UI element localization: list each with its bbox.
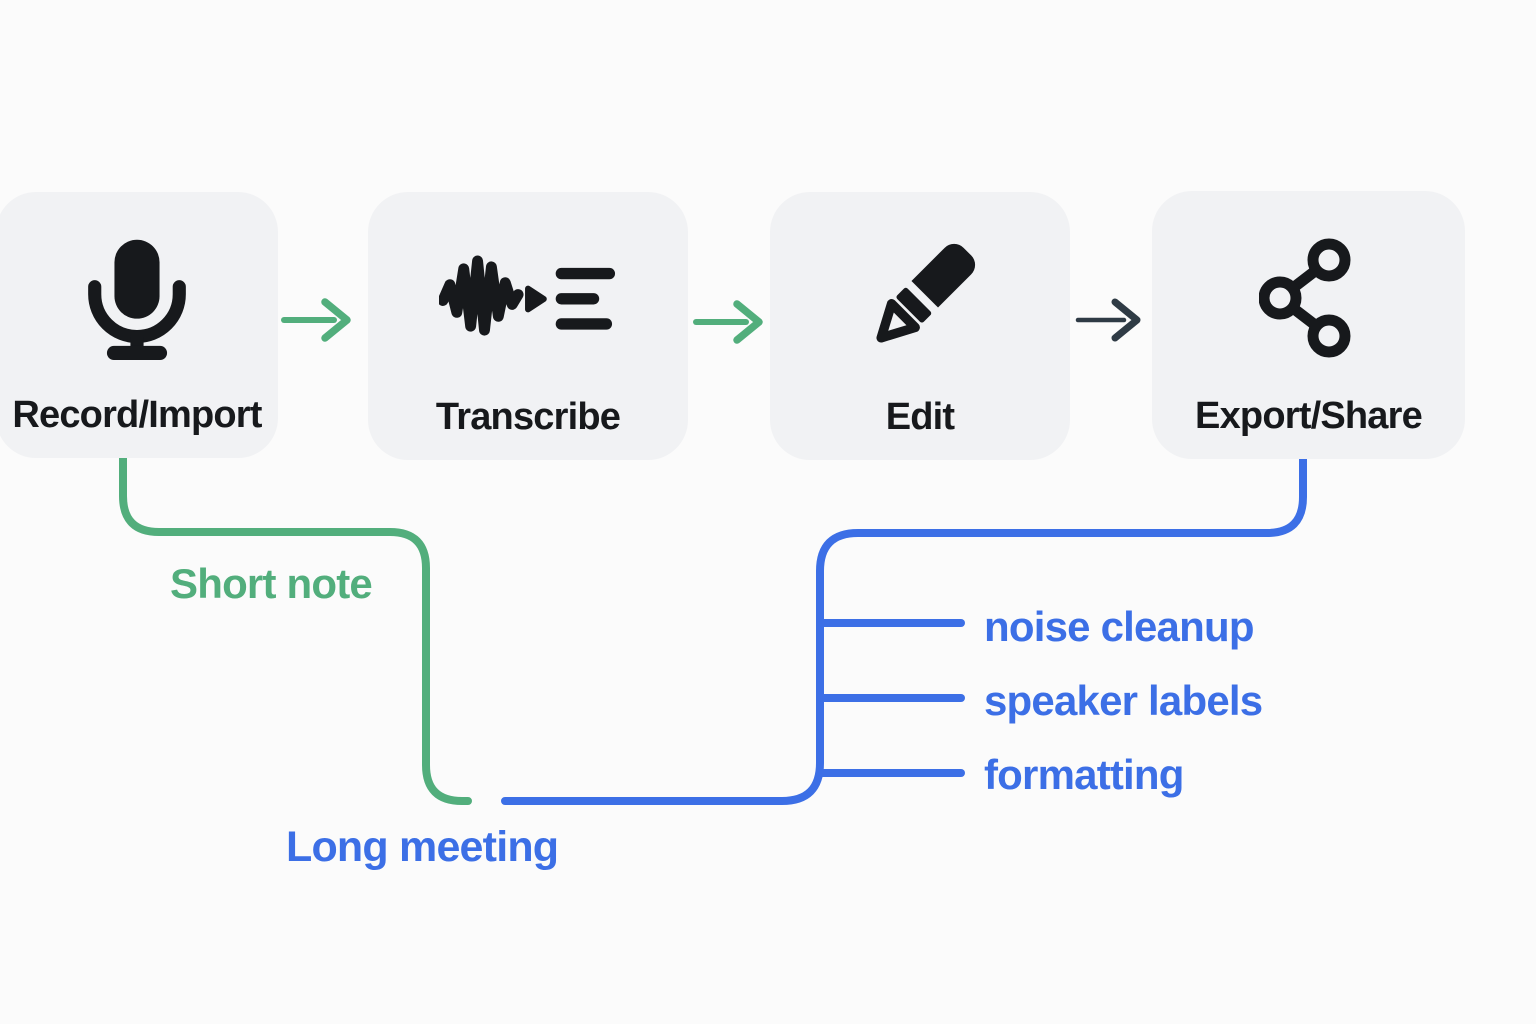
step-label-transcribe: Transcribe	[435, 396, 621, 438]
substep-label-speaker-labels: speaker labels	[984, 677, 1263, 724]
step-label-edit: Edit	[885, 396, 955, 438]
arrow-transcribe-to-edit	[693, 300, 763, 344]
step-card-edit: Edit	[770, 192, 1070, 460]
step-label-record-import: Record/Import	[12, 394, 262, 436]
long-meeting-path	[501, 448, 1307, 805]
share-nodes-icon	[1152, 191, 1465, 397]
waveform-to-text-icon	[368, 192, 688, 398]
arrow-edit-to-export	[1075, 298, 1141, 342]
substep-label-formatting: formatting	[984, 751, 1184, 798]
step-card-export-share: Export/Share	[1152, 191, 1465, 459]
step-label-export-share: Export/Share	[1195, 395, 1423, 437]
microphone-icon	[0, 192, 278, 396]
long-meeting-label: Long meeting	[286, 823, 559, 871]
short-note-path	[119, 448, 472, 805]
arrow-record-to-transcribe	[281, 298, 351, 342]
step-card-transcribe: Transcribe	[368, 192, 688, 460]
step-card-record-import: Record/Import	[0, 192, 278, 458]
substep-label-noise-cleanup: noise cleanup	[984, 603, 1254, 650]
pencil-icon	[770, 192, 1070, 398]
short-note-label: Short note	[170, 560, 373, 607]
